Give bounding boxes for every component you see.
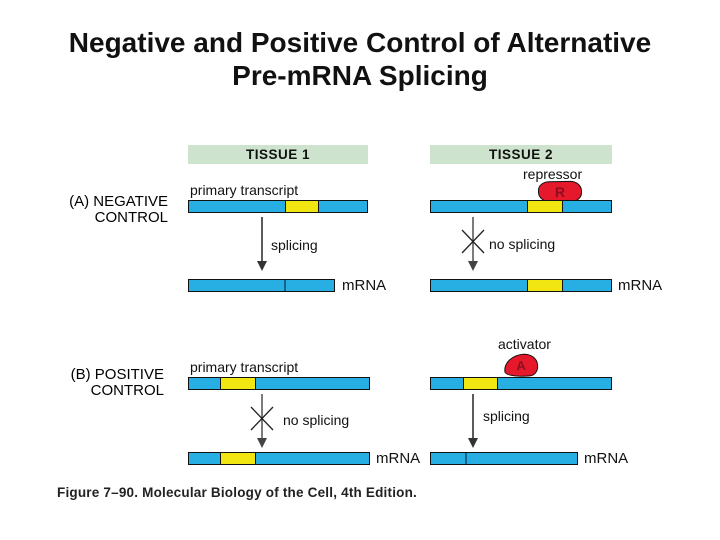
mrna-bar-b-tissue1 (188, 452, 370, 465)
no-splicing-crossed-arrow-a2 (461, 217, 485, 271)
primary-transcript-label-b1: primary transcript (190, 359, 299, 375)
splicing-arrow-a1 (257, 217, 267, 271)
tissue1-header-label: TISSUE 1 (245, 147, 311, 162)
figure-caption: Figure 7–90. Molecular Biology of the Ce… (57, 485, 417, 500)
regulated-exon (285, 200, 319, 213)
retained-exon (527, 279, 563, 292)
regulated-exon (527, 200, 563, 213)
regulated-exon (220, 377, 256, 390)
slide-title: Negative and Positive Control of Alterna… (0, 26, 720, 92)
section-a-label: (A) NEGATIVE CONTROL (69, 193, 168, 226)
slide-title-line1: Negative and Positive Control of Alterna… (68, 27, 652, 58)
mrna-label-b1: mRNA (376, 450, 421, 467)
mrna-bar-b-tissue2 (430, 452, 578, 465)
tissue2-header-label: TISSUE 2 (488, 147, 554, 162)
regulated-exon (463, 377, 498, 390)
repressor-letter: R (554, 183, 566, 200)
activator-letter: A (515, 357, 527, 374)
process-label-a2: no splicing (489, 236, 556, 252)
pre-mrna-bar-a-tissue2 (430, 200, 612, 213)
repressor-label: repressor (523, 166, 583, 182)
process-label-b1: no splicing (283, 412, 350, 428)
process-label-a1: splicing (271, 237, 318, 253)
tissue2-header: TISSUE 2 (430, 145, 612, 164)
retained-exon (220, 452, 256, 465)
mrna-label-a2: mRNA (618, 277, 663, 294)
splicing-arrow-b2 (468, 394, 478, 448)
mrna-bar-a-tissue2 (430, 279, 612, 292)
pre-mrna-bar-b-tissue2 (430, 377, 612, 390)
activator-label: activator (498, 336, 551, 352)
exon-junction (284, 280, 286, 291)
no-splicing-crossed-arrow-b1 (250, 394, 274, 448)
exon-junction (465, 453, 467, 464)
pre-mrna-bar-b-tissue1 (188, 377, 370, 390)
section-b-label: (B) POSITIVE CONTROL (70, 366, 164, 399)
tissue1-header: TISSUE 1 (188, 145, 368, 164)
slide-title-line2: Pre-mRNA Splicing (232, 60, 488, 91)
pre-mrna-bar-a-tissue1 (188, 200, 368, 213)
mrna-label-b2: mRNA (584, 450, 629, 467)
process-label-b2: splicing (483, 408, 530, 424)
mrna-bar-a-tissue1 (188, 279, 335, 292)
activator-protein-blob: A (503, 352, 539, 379)
primary-transcript-label-a1: primary transcript (190, 182, 299, 198)
mrna-label-a1: mRNA (342, 277, 387, 294)
